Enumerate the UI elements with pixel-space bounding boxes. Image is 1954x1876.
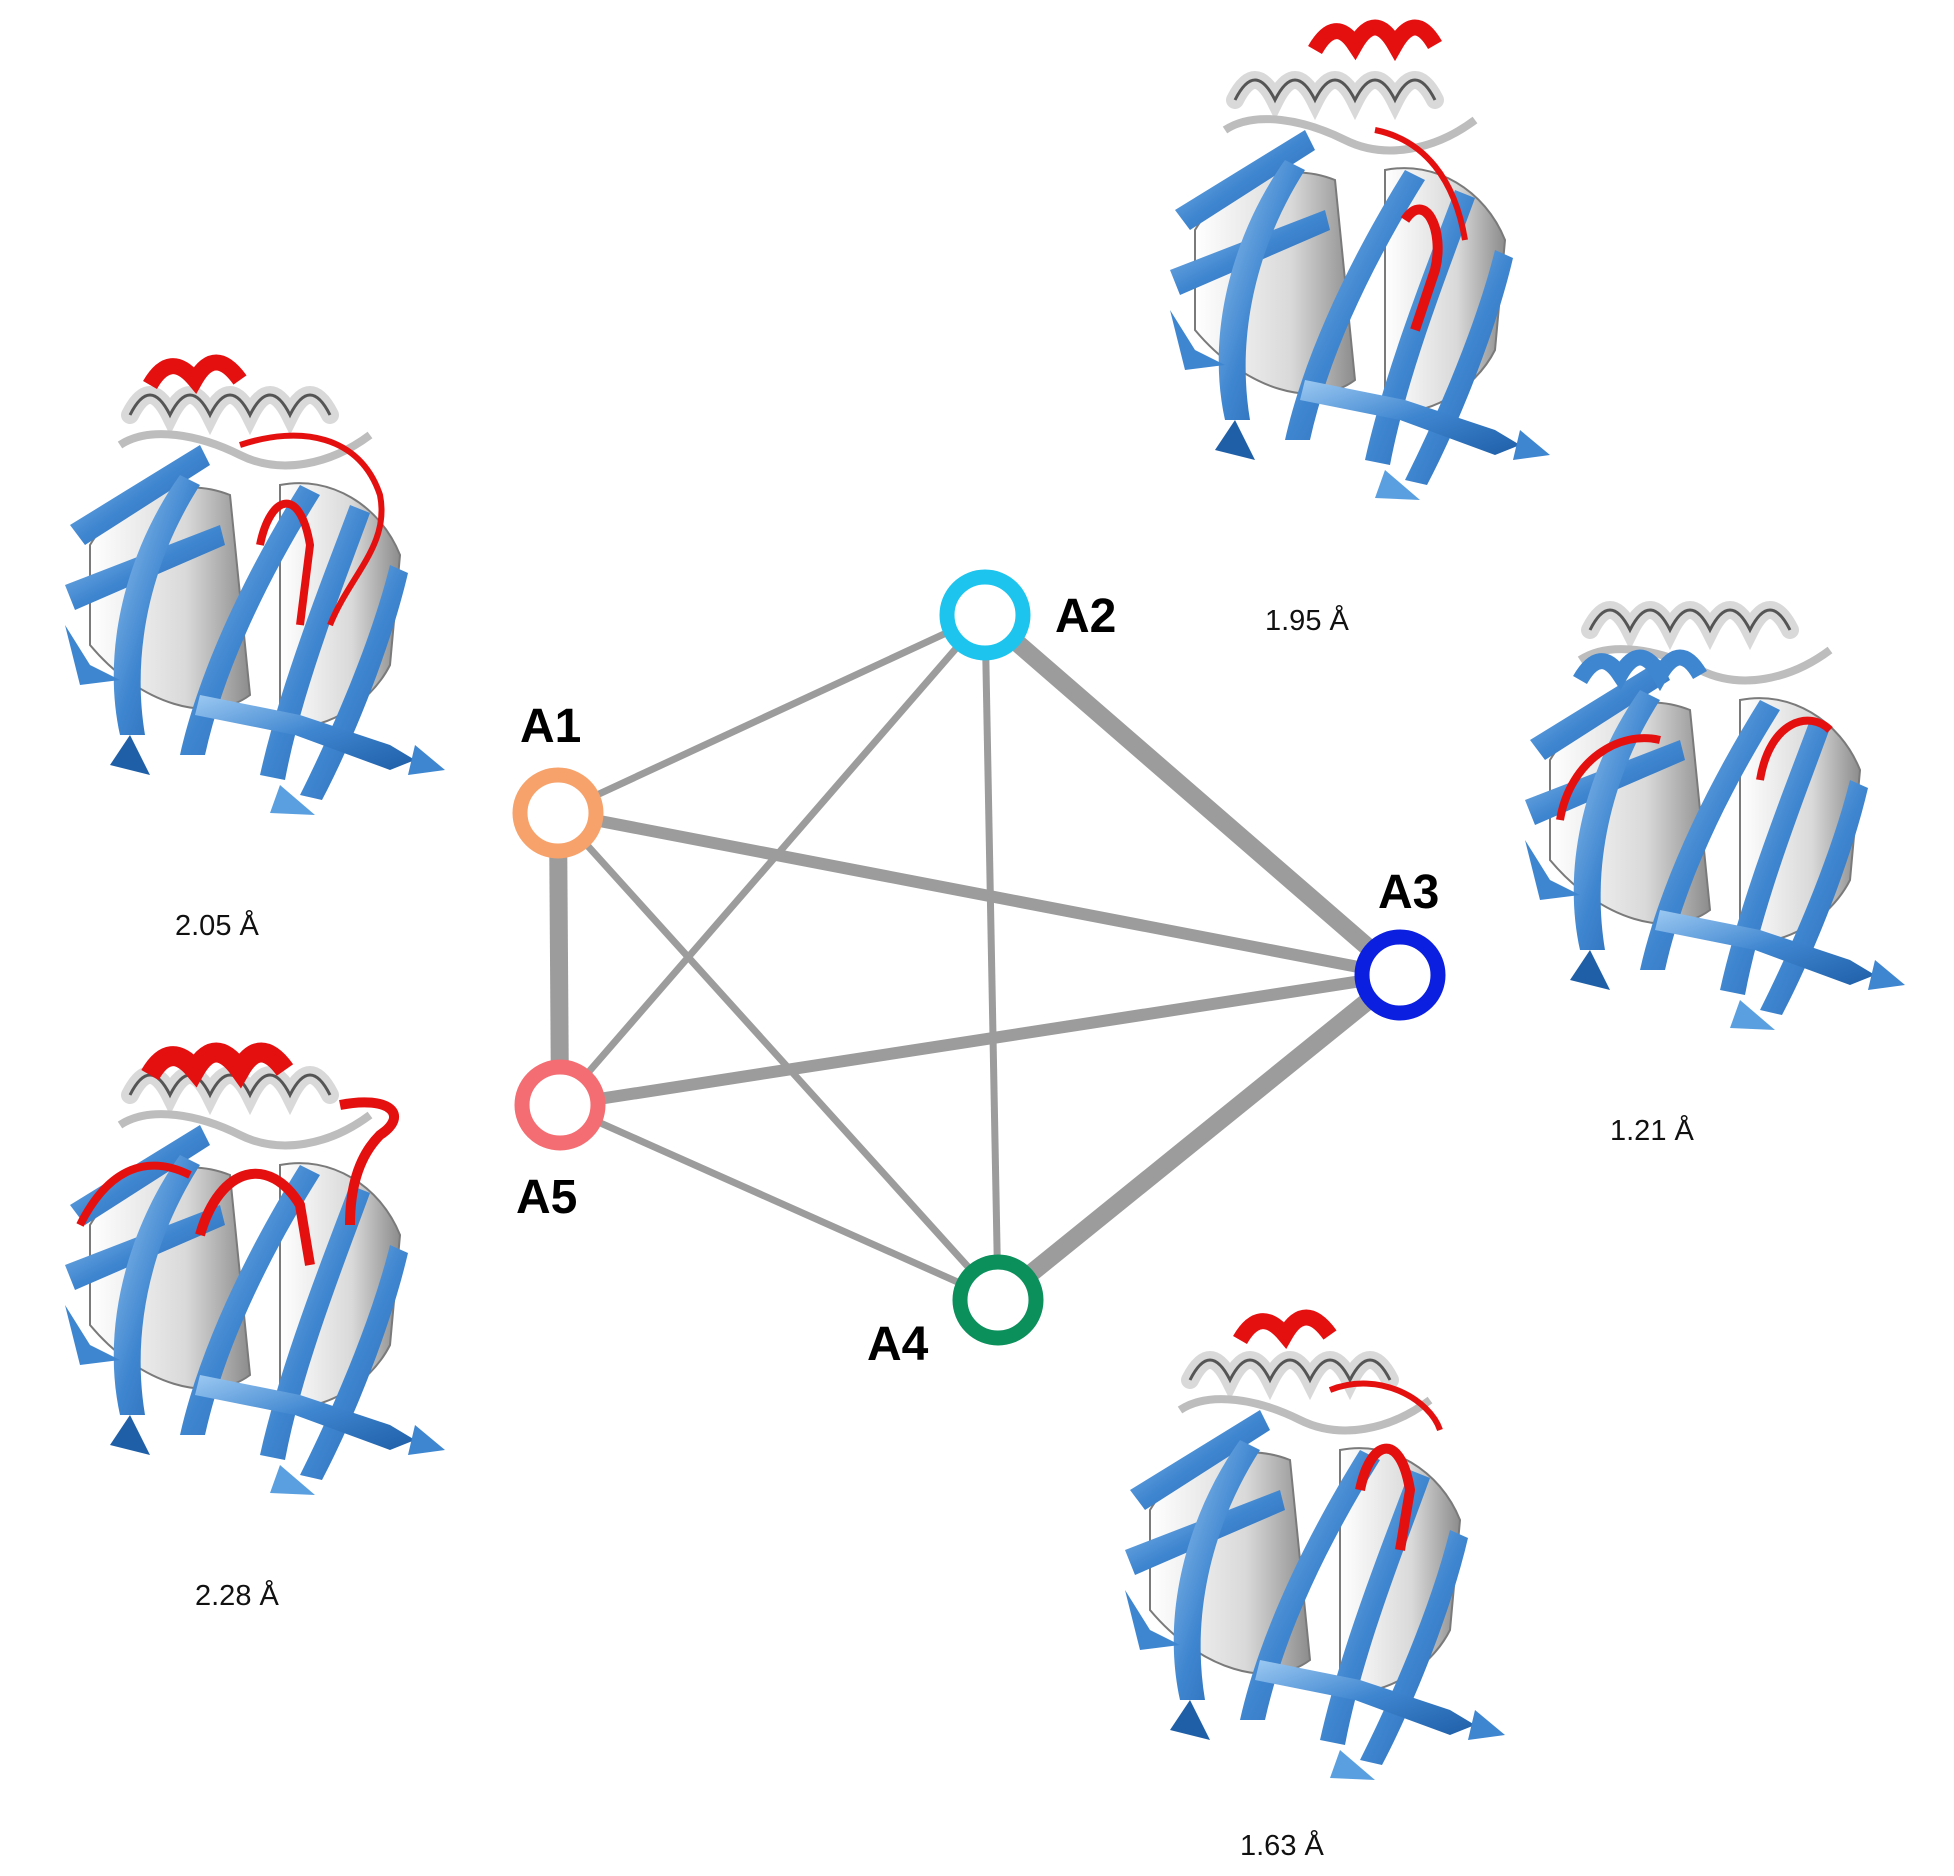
edge-a5-a3 [559, 969, 1401, 1111]
structure-a4: 1.63 Å [1125, 1309, 1505, 1862]
node-a1 [512, 767, 604, 859]
edge-a2-a3 [979, 608, 1406, 982]
edge-a1-a4 [555, 810, 1001, 1303]
edge-a1-a2 [556, 611, 987, 817]
node-label-a1: A1 [520, 700, 581, 753]
node-label-a4: A4 [867, 1318, 929, 1371]
structure-a3: 1.21 Å [1525, 610, 1905, 1147]
node-label-a5: A5 [516, 1171, 577, 1224]
edge-a1-a3 [556, 807, 1402, 981]
node-label-a3: A3 [1378, 866, 1439, 919]
rmsd-label-a4: 1.63 Å [1240, 1829, 1324, 1862]
edge-a2-a4 [981, 614, 1002, 1301]
edge-a3-a4 [992, 968, 1406, 1307]
rmsd-label-a1: 2.05 Å [175, 909, 259, 942]
edge-a5-a2 [557, 612, 988, 1108]
structure-a2: 1.95 Å [1170, 19, 1550, 637]
node-a4 [952, 1254, 1044, 1346]
node-a2 [939, 569, 1031, 661]
edge-layer [549, 608, 1406, 1307]
structure-a5: 2.28 Å [65, 1042, 445, 1612]
node-a3 [1354, 929, 1446, 1021]
rmsd-label-a2: 1.95 Å [1265, 604, 1349, 637]
node-layer [512, 569, 1446, 1346]
rmsd-label-a3: 1.21 Å [1610, 1114, 1694, 1147]
structure-a1: 2.05 Å [65, 354, 445, 942]
rmsd-label-a5: 2.28 Å [195, 1579, 279, 1612]
node-label-a2: A2 [1055, 590, 1116, 643]
node-a5 [514, 1059, 606, 1151]
edge-a1-a5 [549, 812, 569, 1106]
structure-layer: 2.05 Å 1.95 Å 1.21 Å 1.63 Å [65, 19, 1905, 1862]
edge-a5-a4 [558, 1101, 1000, 1304]
